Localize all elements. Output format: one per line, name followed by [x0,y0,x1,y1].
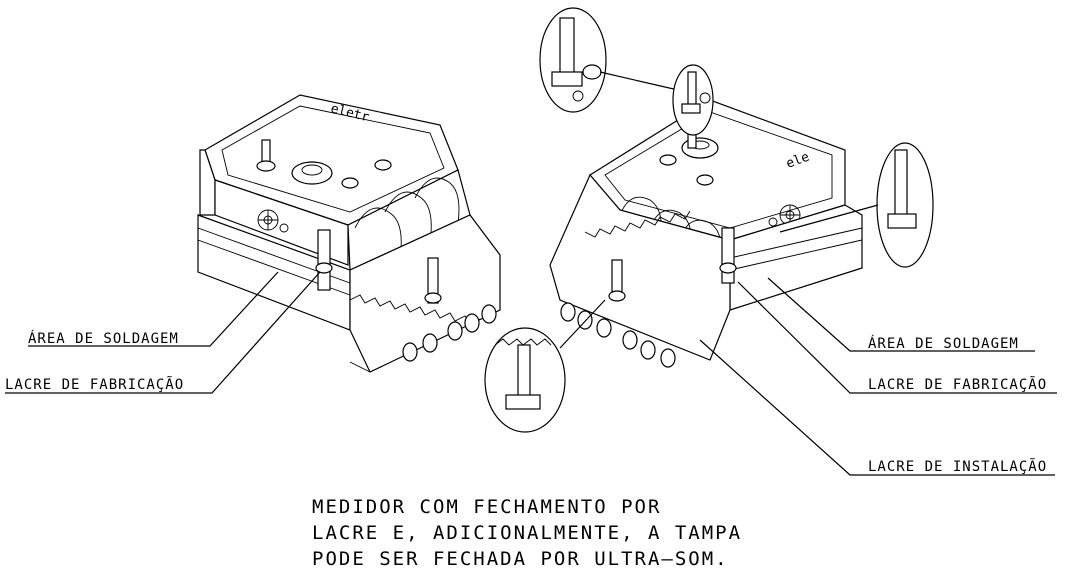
caption-line-2: LACRE E, ADICIONALMENTE, A TAMPA [312,522,742,544]
label-left-factory-seal: LACRE DE FABRICAÇÃO [5,376,184,393]
leader-lines [5,271,1057,476]
label-right-installation-seal: LACRE DE INSTALAÇÃO [868,458,1047,475]
left-meter: eletr [197,94,501,373]
label-left-welding-area: ÁREA DE SOLDAGEM [28,330,179,347]
left-meter-terminal-fins [349,294,481,325]
detail-top-left [539,7,679,113]
detail-bottom [484,299,606,433]
right-meter-terminal-fins [584,210,691,238]
caption-line-1: MEDIDOR COM FECHAMENTO POR [312,496,661,518]
right-meter-terminal-holes [560,302,676,368]
caption-line-3: PODE SER FECHADA POR ULTRA–SOM. [312,548,729,570]
left-meter-badge [257,209,289,233]
detail-right [779,142,934,268]
detail-top-small [672,64,714,136]
label-right-welding-area: ÁREA DE SOLDAGEM [868,335,1019,352]
left-meter-terminal-holes [402,304,497,362]
label-right-factory-seal: LACRE DE FABRICAÇÃO [868,376,1047,393]
right-meter: ele [549,99,863,368]
